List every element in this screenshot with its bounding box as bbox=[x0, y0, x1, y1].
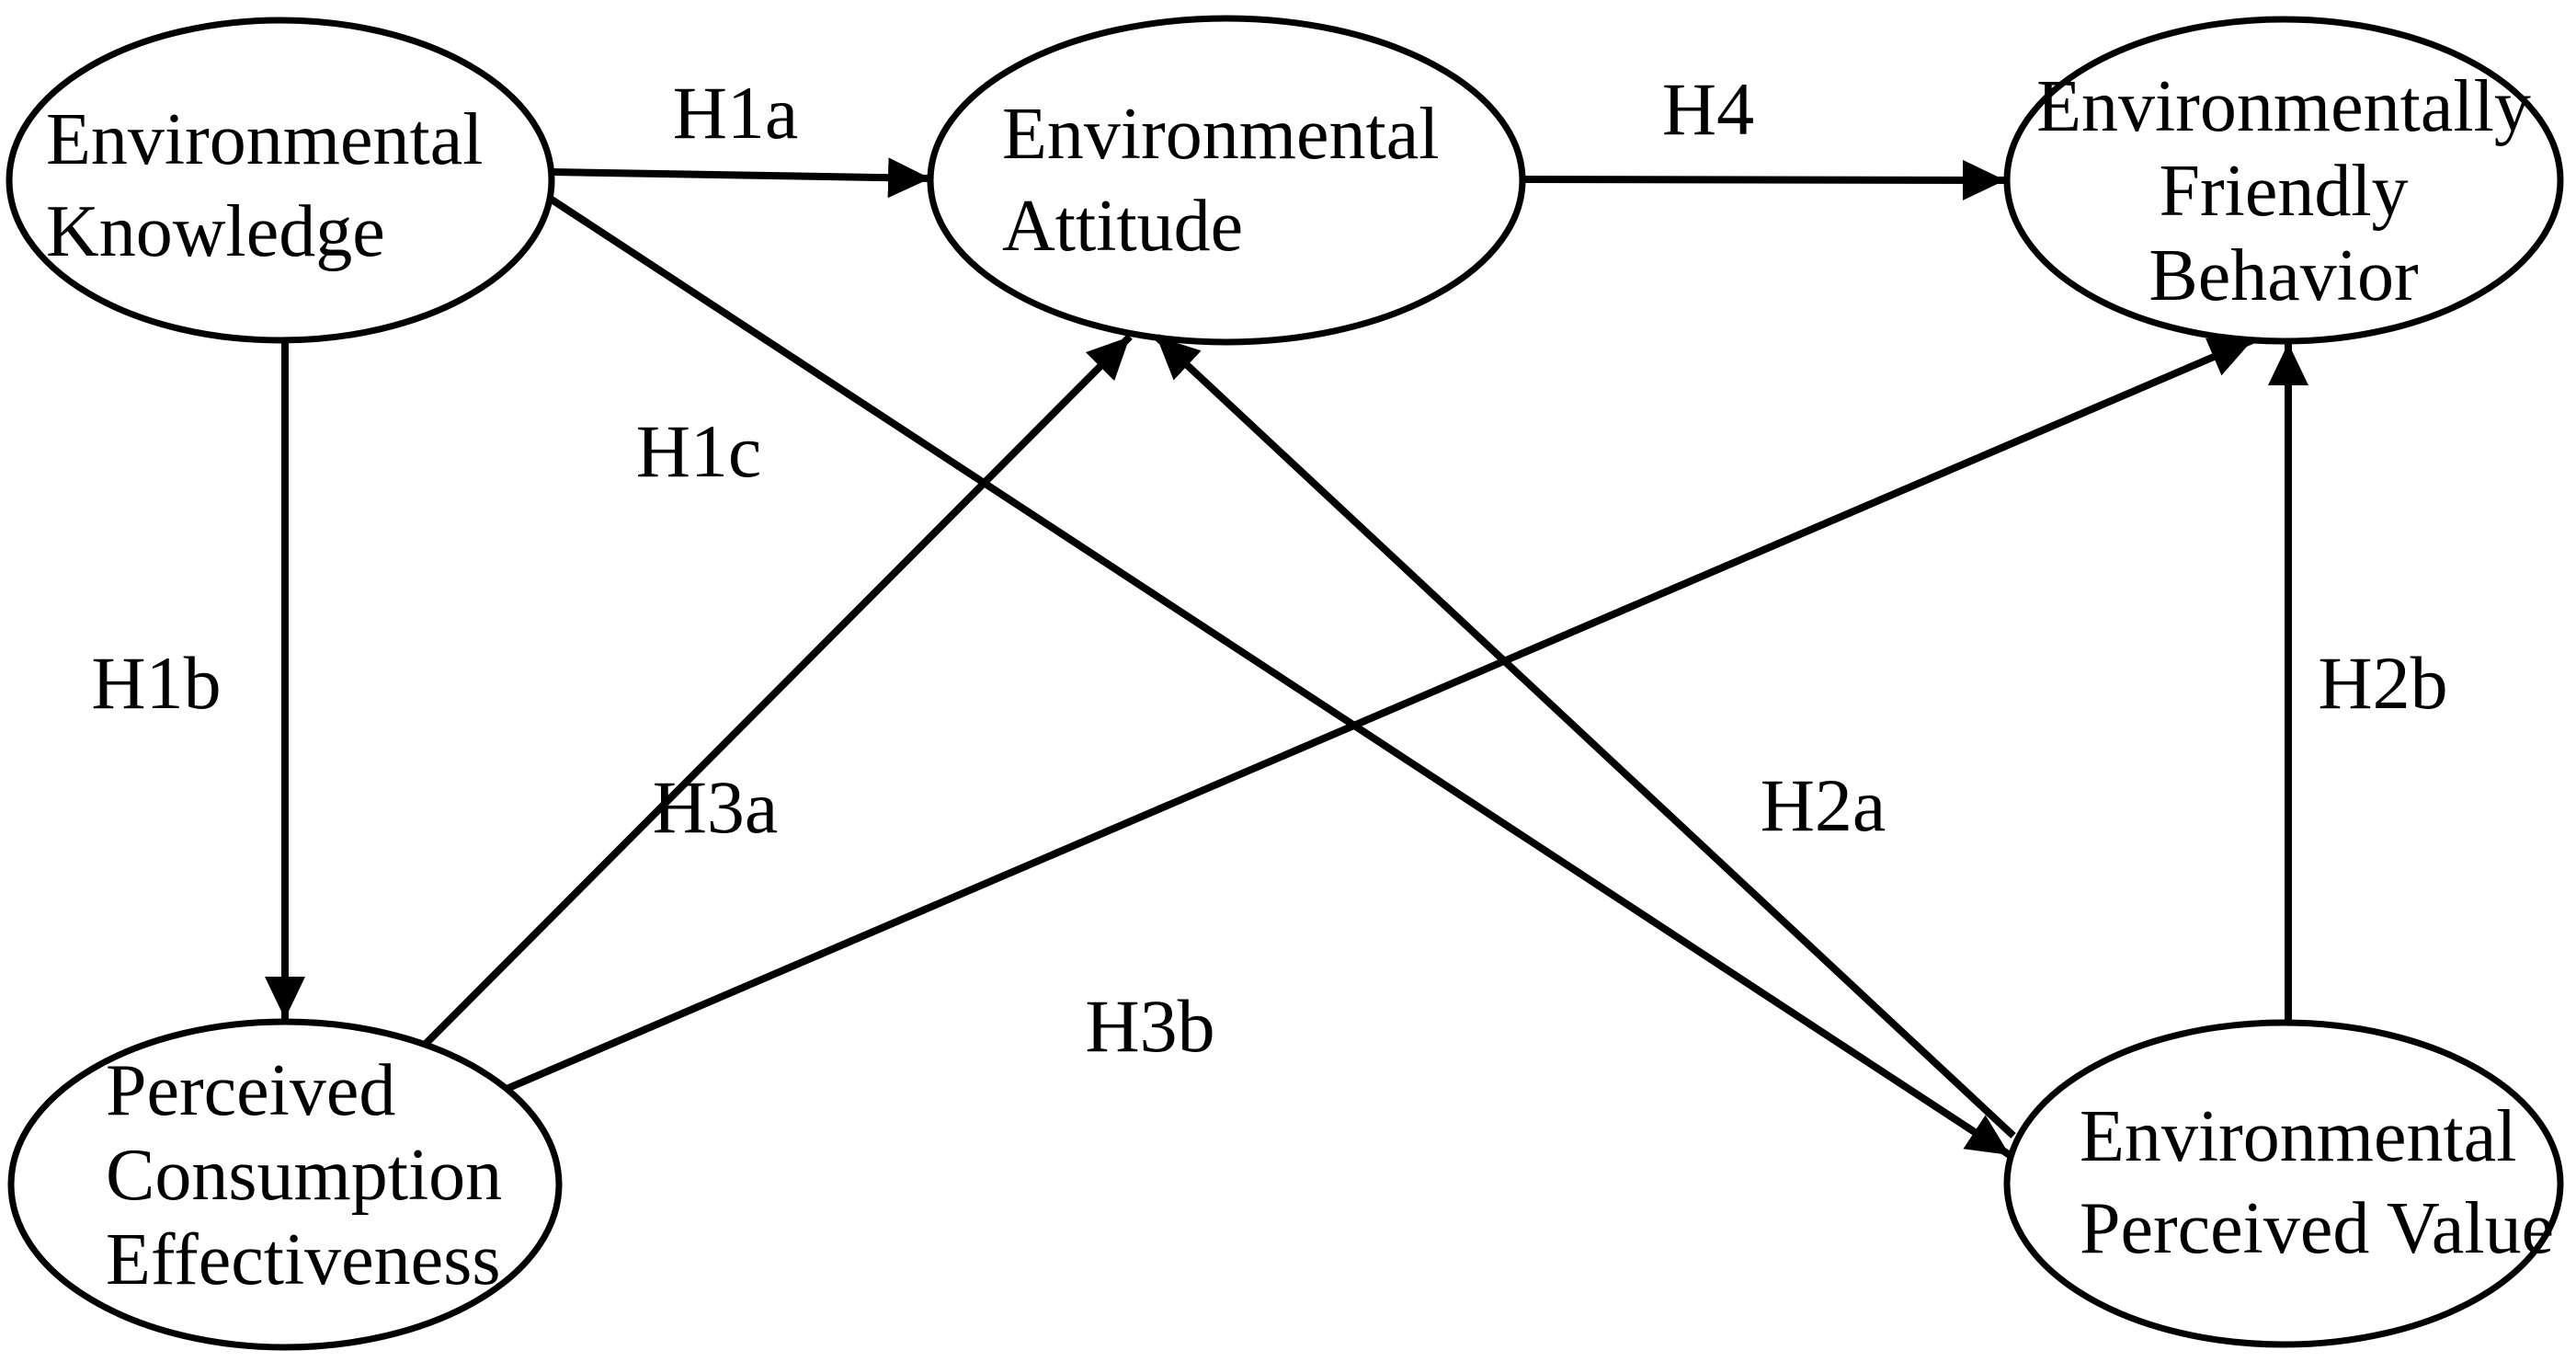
edge-h1c-arrow bbox=[546, 194, 2012, 1159]
node-perceived-consumption-effectiveness-line3: Effectiveness bbox=[106, 1219, 500, 1300]
edge-h3a-arrow bbox=[422, 334, 1133, 1047]
node-environmental-perceived-value-line2: Perceived Value bbox=[2080, 1188, 2554, 1269]
edge-h3b-label: H3b bbox=[1085, 984, 1214, 1068]
edge-h1b-label: H1b bbox=[91, 641, 221, 725]
edge-h2a-arrow bbox=[1154, 334, 2016, 1139]
node-perceived-consumption-effectiveness-ellipse bbox=[7, 1018, 563, 1351]
node-environmental-attitude-label: Environmental Attitude bbox=[1002, 94, 1439, 267]
node-environmental-knowledge-label: Environmental Knowledge bbox=[46, 99, 483, 272]
edge-h3a-label: H3a bbox=[653, 765, 779, 849]
edge-h2a-label: H2a bbox=[1761, 763, 1886, 847]
node-environmental-perceived-value-line1: Environmental bbox=[2080, 1096, 2516, 1177]
node-perceived-consumption-effectiveness-line2: Consumption bbox=[106, 1135, 502, 1216]
edge-h4-arrow bbox=[1522, 159, 2006, 200]
edge-h1a-arrow bbox=[552, 157, 931, 199]
edge-h1a-label: H1a bbox=[673, 71, 799, 155]
node-environmentally-friendly-behavior-label: Environmentally Friendly Behavior bbox=[2036, 66, 2531, 316]
node-perceived-consumption-effectiveness-label: Perceived Consumption Effectiveness bbox=[106, 1050, 502, 1300]
node-environmentally-friendly-behavior-line3: Behavior bbox=[2149, 235, 2418, 316]
edge-h4-label: H4 bbox=[1662, 67, 1754, 151]
edge-h3b-arrow bbox=[505, 337, 2254, 1093]
node-perceived-consumption-effectiveness-line1: Perceived bbox=[106, 1050, 395, 1131]
node-environmental-perceived-value-ellipse bbox=[2003, 1019, 2564, 1348]
node-environmental-attitude-ellipse bbox=[927, 15, 1526, 346]
node-environmentally-friendly-behavior-line2: Friendly bbox=[2159, 151, 2408, 232]
node-environmental-perceived-value-label: Environmental Perceived Value bbox=[2080, 1096, 2554, 1269]
node-environmental-knowledge-line2: Knowledge bbox=[46, 191, 385, 272]
node-environmental-attitude-line2: Attitude bbox=[1002, 186, 1243, 267]
edge-h1c-label: H1c bbox=[636, 409, 762, 493]
edge-h2b-label: H2b bbox=[2318, 641, 2447, 725]
node-environmentally-friendly-behavior-line1: Environmentally bbox=[2036, 66, 2531, 147]
node-environmental-knowledge-ellipse bbox=[6, 17, 555, 344]
node-environmental-attitude-line1: Environmental bbox=[1002, 94, 1439, 175]
node-environmentally-friendly-behavior-ellipse bbox=[2003, 16, 2564, 345]
node-environmental-knowledge-line1: Environmental bbox=[46, 99, 483, 180]
